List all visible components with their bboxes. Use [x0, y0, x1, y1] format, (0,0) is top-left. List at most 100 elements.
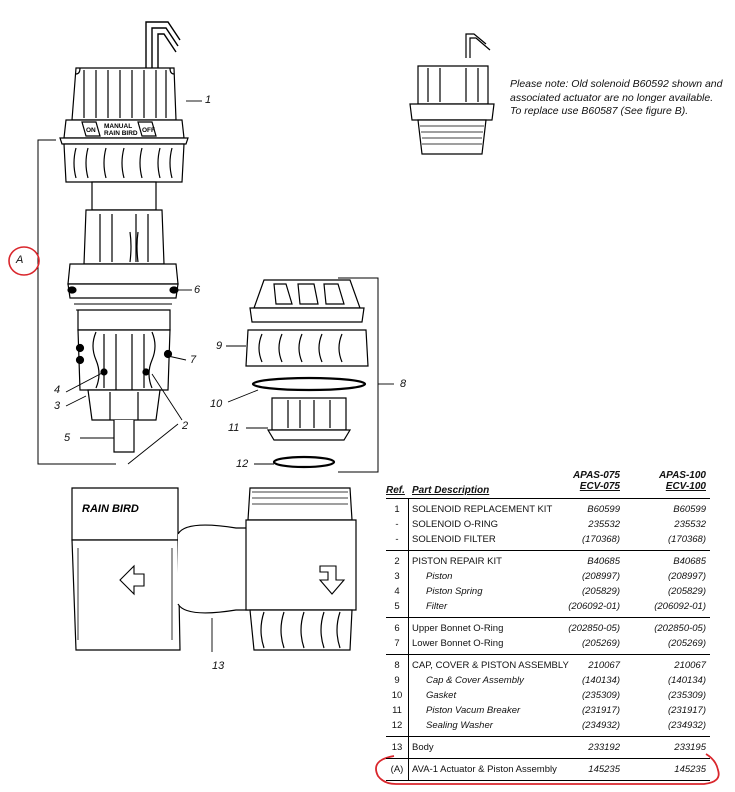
description-cell: Piston	[426, 571, 453, 582]
col1-part-number: (170368)	[581, 534, 620, 545]
table-row: 12 Sealing Washer (234932) (234932)	[386, 718, 710, 733]
ref-cell: -	[395, 519, 399, 530]
ref-cell: 11	[392, 705, 402, 716]
ref-cell: 6	[394, 623, 400, 634]
highlight-row-a	[375, 753, 720, 785]
actuator-nut	[63, 143, 185, 183]
leader-lines	[65, 100, 202, 465]
description-cell: Gasket	[426, 690, 457, 701]
actuator-body	[75, 309, 173, 453]
ref-cell: 4	[394, 586, 400, 597]
ref-cell: 1	[394, 504, 400, 515]
table-row: 3 Piston (208997) (208997)	[386, 569, 710, 584]
ref-cell: 12	[391, 720, 403, 731]
description-cell: Body	[412, 742, 434, 753]
label-7: 7	[190, 354, 197, 366]
ref-cell: 9	[394, 675, 400, 686]
bracket-8	[338, 277, 379, 473]
solenoid-manual-text: MANUAL	[104, 123, 132, 130]
ref-cell: 3	[394, 571, 400, 582]
description-cell: Upper Bonnet O-Ring	[412, 623, 504, 634]
col2-part-number: B60599	[673, 504, 706, 515]
label-11: 11	[228, 422, 240, 434]
description-cell: Cap & Cover Assembly	[426, 675, 524, 686]
col1-part-number: 233192	[588, 742, 620, 753]
old-solenoid	[409, 33, 495, 155]
col1-part-number: (206092-01)	[568, 601, 620, 612]
col1-part-number: 235532	[588, 519, 620, 530]
col2-model-b: ECV-100	[665, 481, 706, 492]
label-10: 10	[210, 398, 223, 410]
table-row: - SOLENOID O-RING 235532 235532	[386, 517, 710, 532]
table-row: 13 Body 233192 233195	[386, 740, 710, 755]
description-cell: PISTON REPAIR KIT	[412, 556, 502, 567]
label-4: 4	[54, 384, 61, 396]
col1-part-number: (235309)	[581, 690, 620, 701]
col2-part-number: (206092-01)	[654, 601, 706, 612]
parts-group: 6 Upper Bonnet O-Ring (202850-05) (202850-0…	[386, 617, 710, 654]
col2-part-number: (231917)	[667, 705, 706, 716]
col2-part-number: (234932)	[667, 720, 706, 731]
ref-cell: 13	[391, 742, 403, 753]
ref-cell: 8	[394, 660, 400, 671]
col2-part-number: 235532	[674, 519, 706, 530]
sealing-washer	[272, 455, 336, 469]
description-cell: SOLENOID FILTER	[412, 534, 496, 545]
col2-model-a: APAS-100	[658, 470, 706, 481]
description-cell: Lower Bonnet O-Ring	[412, 638, 504, 649]
label-12: 12	[236, 458, 249, 470]
cover-ring	[245, 329, 369, 367]
valve-body	[71, 487, 357, 651]
actuator-stem	[83, 181, 165, 265]
col2-part-number: (208997)	[667, 571, 706, 582]
description-cell: SOLENOID REPLACEMENT KIT	[412, 504, 553, 515]
col2-part-number: (170368)	[667, 534, 706, 545]
col1-part-number: B40685	[587, 556, 620, 567]
label-2: 2	[182, 420, 189, 432]
col1-model-b: ECV-075	[579, 481, 620, 492]
description-cell: SOLENOID O-RING	[412, 519, 499, 530]
label-a: A	[16, 254, 24, 266]
col2-part-number: 233195	[674, 742, 706, 753]
ref-cell: 5	[394, 601, 400, 612]
col2-part-number: 210067	[674, 660, 706, 671]
col2-part-number: B40685	[673, 556, 706, 567]
ref-cell: (A)	[390, 764, 404, 775]
description-header: Part Description	[412, 485, 490, 496]
col1-part-number: (234932)	[581, 720, 620, 731]
table-row: 6 Upper Bonnet O-Ring (202850-05) (202850-0…	[386, 621, 710, 636]
col2-part-number: (202850-05)	[654, 623, 706, 634]
label-9: 9	[216, 340, 223, 352]
parts-group: 13 Body 233192 233195	[386, 736, 710, 758]
col1-part-number: (202850-05)	[568, 623, 620, 634]
description-cell: Sealing Washer	[426, 720, 493, 731]
table-row: -SOLENOID FILTER(170368)(170368)	[386, 532, 710, 547]
description-cell: Piston Spring	[426, 586, 483, 597]
ref-column-divider	[408, 498, 409, 781]
description-cell: AVA-1 Actuator & Piston Assembly	[412, 764, 557, 775]
cover-cap	[249, 279, 365, 323]
solenoid-note: Please note: Old solenoid B60592 shown a…	[510, 78, 723, 117]
bonnet	[67, 263, 179, 311]
label-5: 5	[64, 432, 71, 444]
solenoid-cap	[71, 67, 177, 121]
col1-part-number: (231917)	[581, 705, 620, 716]
col1-part-number: (208997)	[581, 571, 620, 582]
label-1: 1	[205, 94, 212, 106]
gasket	[251, 376, 367, 392]
label-3: 3	[54, 400, 61, 412]
